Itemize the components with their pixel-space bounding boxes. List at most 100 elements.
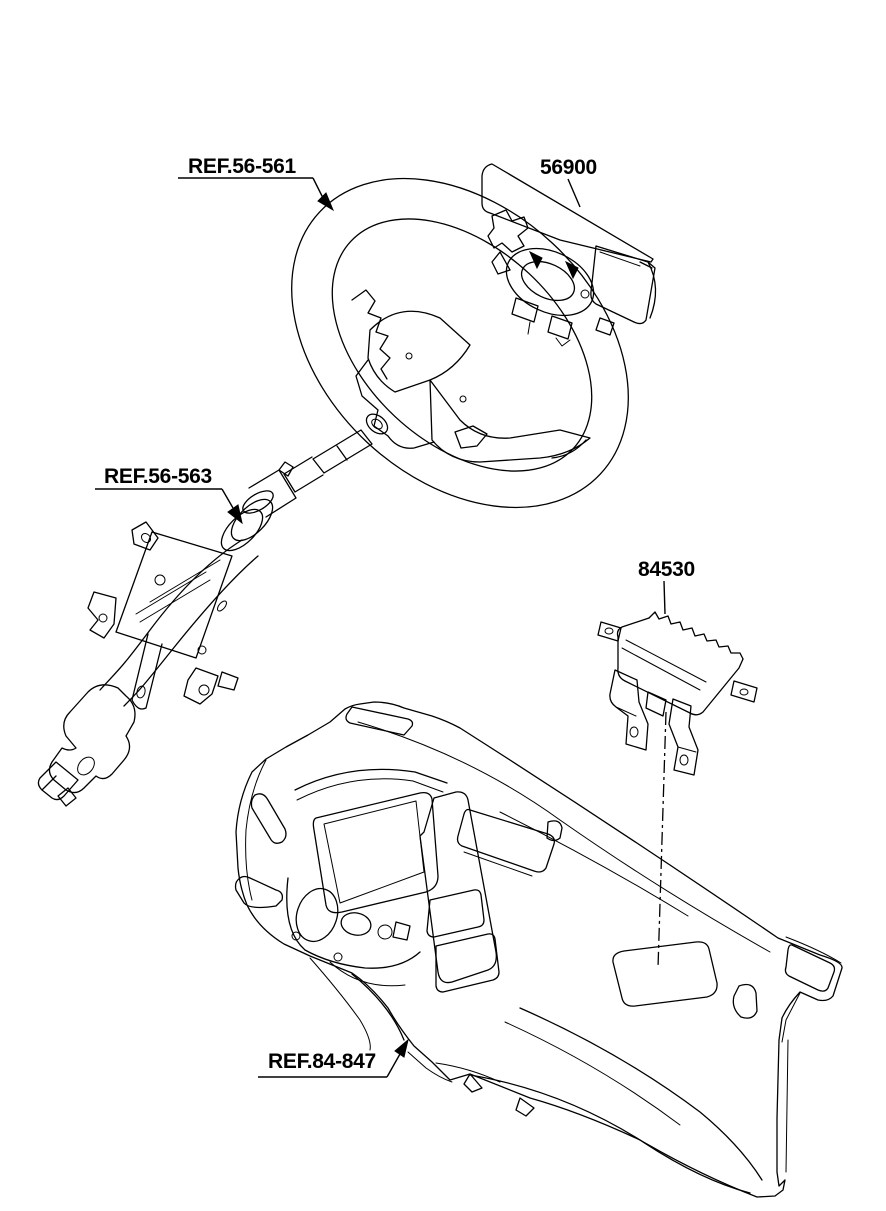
dash-defroster-grille	[345, 706, 414, 736]
column-shaft-mid	[283, 456, 324, 493]
wheel-horn-pad	[367, 310, 471, 393]
airbag-side-tab	[491, 251, 511, 275]
dash-knee-arc-inner	[309, 957, 371, 1051]
dash-switch-tab	[392, 921, 411, 941]
pab-body	[616, 617, 744, 716]
dash-pab-seam	[612, 941, 718, 1007]
column-collar-ring	[230, 498, 274, 542]
wheel-shaft-socket	[365, 413, 389, 435]
airbag-bracket-left	[487, 209, 529, 253]
wheel-spoke-join	[387, 435, 435, 449]
column-stub-nub	[57, 787, 77, 807]
callout-ref-56-561: REF.56-561	[188, 155, 297, 178]
dash-binnacle-lower	[329, 961, 406, 987]
column-fork-hole	[77, 756, 95, 776]
dash-cluster-brow-inner	[296, 778, 444, 801]
steering-wheel-drawing	[291, 177, 629, 509]
wheel-rim-curl	[551, 439, 587, 459]
column-bracket-plate	[115, 531, 233, 659]
dash-screw-hole	[333, 952, 343, 962]
wheel-screw-hole	[459, 395, 467, 403]
dash-left-vent	[250, 793, 287, 844]
dash-vent-blob	[546, 820, 563, 842]
wheel-spoke-detail	[454, 425, 488, 449]
column-housing-edge	[99, 539, 243, 691]
airbag-housing-right	[590, 245, 656, 325]
dash-audio-opening	[426, 889, 485, 938]
airbag-cover-panel	[481, 163, 654, 263]
crash-pad-drawing	[234, 701, 843, 1198]
column-down-arm	[131, 633, 163, 710]
airbag-tab-nub	[555, 337, 571, 347]
callout-ref-84-847: REF.84-847	[268, 1050, 376, 1073]
airbag-housing-line	[599, 251, 641, 267]
column-shaft-tip	[312, 429, 373, 474]
callout-leader	[386, 1053, 401, 1078]
pab-tab-hole	[604, 627, 614, 635]
callout-centerline	[657, 711, 667, 969]
column-bracket-ear	[131, 521, 159, 551]
dash-glovebox-curve	[519, 1007, 763, 1181]
callout-leader	[663, 580, 666, 615]
callout-leader	[312, 177, 324, 199]
callout-leader	[221, 488, 234, 509]
dash-center-vent-accent	[463, 851, 533, 877]
dash-top-crease	[499, 811, 689, 917]
airbag-connector	[595, 317, 615, 336]
column-arm-slot	[136, 685, 146, 699]
wheel-shaft-socket-inner	[371, 418, 383, 430]
pab-left-tab	[597, 621, 622, 642]
dash-cluster-opening-inner	[323, 800, 425, 904]
driver-airbag-module-drawing	[481, 163, 657, 347]
column-top-tab	[278, 461, 294, 477]
pab-right-leg	[668, 698, 699, 776]
callout-leader	[567, 178, 581, 208]
dash-cowl-line	[357, 721, 771, 953]
column-lower-bracket	[183, 667, 219, 705]
column-side-tab	[217, 671, 239, 691]
column-ear-hole	[140, 532, 152, 544]
wheel-rim-inner	[331, 218, 593, 472]
column-left-wing	[87, 591, 117, 639]
column-ujoint-fork	[48, 684, 136, 794]
dash-outline	[235, 701, 843, 1198]
dash-bottom-bracket	[515, 1097, 535, 1117]
dash-speaker-blob	[732, 983, 758, 1019]
dash-gauge-dial	[295, 887, 339, 943]
dash-center-stack	[419, 791, 497, 984]
column-housing-hole	[197, 645, 207, 655]
column-collar-ring	[220, 508, 264, 552]
column-wing-hole	[98, 613, 108, 623]
dash-hvac-opening	[435, 933, 500, 993]
pab-left-leg	[609, 669, 649, 751]
airbag-embossed-arrow	[528, 250, 543, 270]
airbag-tab-stub	[527, 321, 531, 335]
column-plate-hole	[154, 574, 166, 586]
pab-leg-bend	[677, 746, 697, 753]
airbag-inflator-inner	[520, 260, 576, 302]
wheel-left-spoke	[355, 359, 389, 437]
column-housing-edge	[123, 555, 259, 707]
column-plate-slot-hole	[217, 600, 227, 612]
pab-right-tab	[730, 680, 758, 703]
dash-knee-arc	[351, 973, 405, 1041]
pab-leg-hole	[629, 726, 639, 738]
steering-column-drawing	[37, 429, 373, 807]
dash-cluster-opening	[312, 791, 439, 914]
airbag-lower-tab	[511, 297, 539, 323]
callout-arrowhead	[394, 1038, 409, 1058]
airbag-embossed-arrow	[564, 260, 579, 280]
dash-switch-knob	[377, 924, 393, 940]
wheel-screw-hole	[405, 352, 413, 360]
passenger-airbag-module-drawing	[597, 611, 758, 776]
column-lower-stub	[37, 761, 79, 801]
dash-lower-sweep	[469, 1074, 751, 1194]
wheel-lower-spoke	[429, 379, 591, 463]
wheel-rim-outer	[291, 177, 629, 509]
pab-leg-bend	[615, 706, 637, 717]
pab-face-line	[621, 639, 707, 691]
pab-serrated-edge	[648, 611, 744, 660]
callouts: REF.56-561 56900 REF.56-563 84530 REF.84…	[95, 155, 695, 1078]
wheel-hub-armature	[351, 289, 391, 380]
